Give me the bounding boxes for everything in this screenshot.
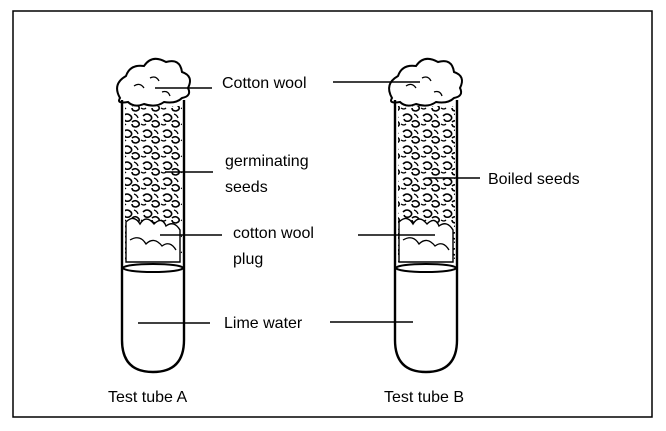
test-tube-b — [388, 57, 463, 374]
caption-test-tube-b: Test tube B — [384, 389, 464, 406]
label-lime-water: Lime water — [224, 315, 303, 332]
label-cotton-wool: Cotton wool — [222, 75, 307, 92]
diagram-frame — [12, 10, 653, 418]
caption-test-tube-a: Test tube A — [108, 389, 187, 406]
label-boiled-seeds: Boiled seeds — [488, 171, 580, 188]
label-plug-line2: plug — [233, 251, 263, 268]
tube-outline-a — [120, 100, 186, 374]
label-plug-line1: cotton wool — [233, 225, 314, 242]
cotton-wool-b — [388, 57, 463, 107]
test-tube-a — [116, 57, 191, 374]
label-germinating-line2: seeds — [225, 179, 268, 196]
lime-water-surface-b — [395, 263, 457, 273]
lime-water-surface-a — [122, 263, 184, 273]
cotton-wool-a — [116, 57, 191, 107]
label-germinating-line1: germinating — [225, 153, 309, 170]
tube-outline-b — [393, 100, 459, 374]
leader-lines — [138, 81, 480, 324]
